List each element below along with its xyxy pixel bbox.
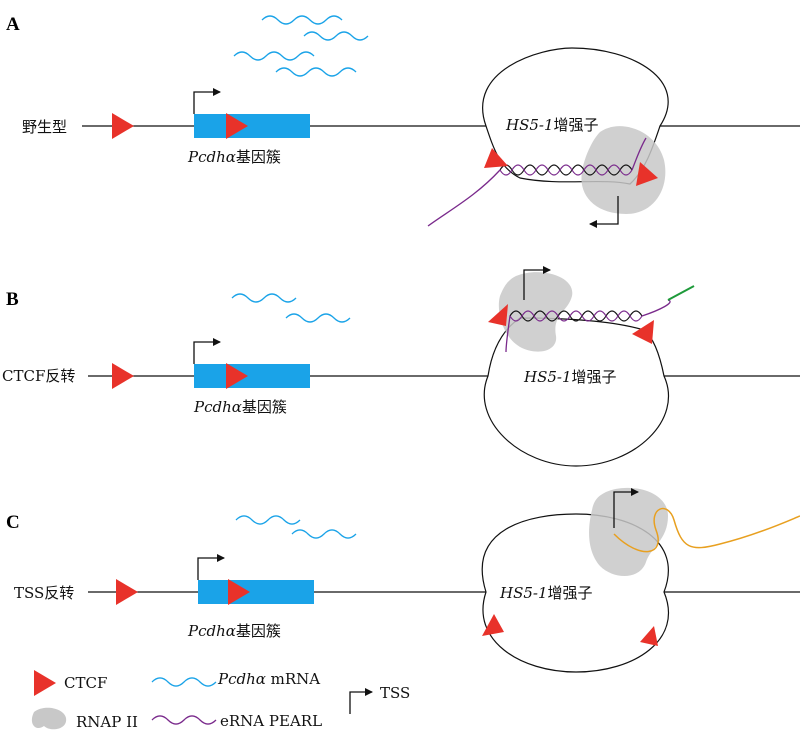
enhancer-loop <box>482 47 669 185</box>
tss-arrow <box>197 554 225 580</box>
row-label: 野生型 <box>22 118 67 136</box>
legend-ctcf-label: CTCF <box>64 674 107 692</box>
ctcf-site <box>226 363 248 389</box>
mrna-transcripts <box>231 293 351 323</box>
panel-c: C TSS反转 Pcdhα基因簇 HS5-1增强子 <box>6 487 800 673</box>
erna-tail-green <box>667 285 695 301</box>
row-label: TSS反转 <box>14 584 74 602</box>
mrna-wave <box>275 67 357 77</box>
ctcf-site <box>484 148 508 168</box>
mrna-wave <box>303 31 369 41</box>
double-helix <box>509 310 643 322</box>
legend-ctcf-symbol <box>34 670 56 696</box>
mrna-wave <box>261 15 343 25</box>
tss-arrow <box>523 266 551 300</box>
erna-tail <box>427 169 501 227</box>
panel-letter: C <box>6 512 20 533</box>
legend: CTCF RNAP II Pcdhα mRNA eRNA PEARL TSS <box>31 670 410 731</box>
mrna-wave <box>233 51 315 61</box>
panel-letter: B <box>6 289 19 310</box>
gene-label: Pcdhα基因簇 <box>193 398 287 416</box>
legend-tss-symbol <box>349 688 373 714</box>
legend-mrna-symbol <box>151 677 217 687</box>
erna-strand <box>509 310 643 322</box>
ctcf-site <box>632 320 654 344</box>
legend-mrna-label: Pcdhα mRNA <box>217 670 320 688</box>
ctcf-site <box>226 113 248 139</box>
legend-tss-label: TSS <box>380 684 410 702</box>
mrna-wave <box>235 515 301 525</box>
legend-erna-label: eRNA PEARL <box>220 712 322 730</box>
ctcf-site <box>116 579 138 605</box>
gene-cluster <box>194 364 310 388</box>
erna-tail <box>631 137 647 171</box>
erna-tail <box>641 299 671 317</box>
mrna-wave <box>231 293 297 303</box>
dna-strand <box>499 164 633 176</box>
rnap-ii <box>498 272 573 352</box>
gene-cluster <box>194 114 310 138</box>
rnap-ii <box>581 126 666 214</box>
erna-strand <box>499 164 633 176</box>
ctcf-site <box>228 579 250 605</box>
row-label: CTCF反转 <box>2 367 75 385</box>
panel-letter: A <box>6 14 20 35</box>
ctcf-site <box>640 626 658 646</box>
gene-label: Pcdhα基因簇 <box>187 148 281 166</box>
ctcf-site <box>636 162 658 186</box>
mrna-transcripts <box>235 515 357 539</box>
mrna-wave <box>285 313 351 323</box>
ctcf-site <box>112 363 134 389</box>
mrna-transcripts <box>233 15 369 77</box>
panel-b: B CTCF反转 Pcdhα基因簇 HS5-1增强子 <box>2 266 800 467</box>
legend-rnap-label: RNAP II <box>76 713 138 731</box>
gene-label: Pcdhα基因簇 <box>187 622 281 640</box>
tss-arrow <box>589 196 619 228</box>
erna-tail <box>505 315 511 353</box>
double-helix <box>499 164 633 176</box>
legend-rnap-symbol <box>31 707 67 730</box>
rnap-ii <box>589 487 668 577</box>
enhancer-label: HS5-1增强子 <box>523 368 617 386</box>
enhancer-loop <box>481 513 670 673</box>
legend-erna-symbol <box>151 715 217 725</box>
ctcf-site <box>112 113 134 139</box>
dna-strand <box>509 310 643 322</box>
tss-arrow <box>613 488 639 528</box>
tss-arrow <box>193 88 221 114</box>
tss-arrow <box>193 338 221 364</box>
ctcf-site <box>488 304 508 326</box>
gene-cluster <box>198 580 314 604</box>
mrna-wave <box>291 529 357 539</box>
enhancer-label: HS5-1增强子 <box>499 584 593 602</box>
enhancer-transcript <box>613 507 800 553</box>
ctcf-site <box>482 614 504 636</box>
enhancer-label: HS5-1增强子 <box>505 116 599 134</box>
panel-a: A 野生型 Pcdhα基因簇 <box>6 14 800 228</box>
